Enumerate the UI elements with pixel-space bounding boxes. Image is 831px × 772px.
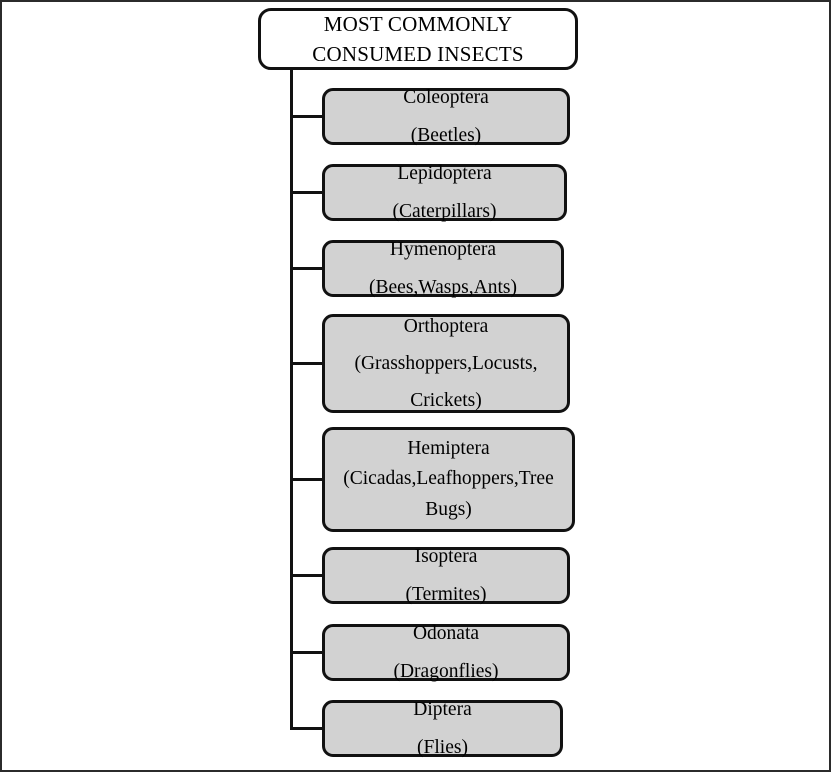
node-hemiptera: Hemiptera (Cicadas,Leafhoppers,Tree Bugs…: [322, 427, 575, 532]
root-title-line-1: MOST COMMONLY: [323, 11, 513, 36]
node-diptera: Diptera (Flies): [322, 699, 563, 758]
node-hymenoptera-order: Hymenoptera: [389, 239, 497, 261]
node-hemiptera-order: Hemiptera: [407, 438, 490, 460]
node-odonata: Odonata (Dragonflies): [322, 623, 570, 682]
node-orthoptera-common-line-2: Crickets): [410, 390, 482, 412]
node-orthoptera: Orthoptera (Grasshoppers,Locusts, Cricke…: [322, 314, 570, 413]
node-diptera-order: Diptera: [413, 699, 472, 721]
node-coleoptera-common: (Beetles): [410, 124, 482, 146]
node-hymenoptera: Hymenoptera (Bees,Wasps,Ants): [322, 239, 564, 298]
root-node-most-commonly-consumed-insects: MOST COMMONLY CONSUMED INSECTS: [258, 8, 578, 70]
node-hemiptera-common-line-2: Bugs): [425, 498, 472, 520]
node-hemiptera-common-line-1: (Cicadas,Leafhoppers,Tree: [343, 468, 554, 490]
node-isoptera-order: Isoptera: [414, 546, 478, 568]
node-isoptera: Isoptera (Termites): [322, 546, 570, 605]
node-isoptera-common: (Termites): [405, 583, 487, 605]
root-title-line-2: CONSUMED INSECTS: [312, 42, 524, 66]
node-lepidoptera-order: Lepidoptera: [397, 163, 492, 185]
node-coleoptera: Coleoptera (Beetles): [322, 87, 570, 146]
node-orthoptera-common-line-1: (Grasshoppers,Locusts,: [354, 352, 538, 374]
node-coleoptera-order: Coleoptera: [403, 87, 489, 109]
node-hymenoptera-common: (Bees,Wasps,Ants): [369, 276, 517, 298]
node-diptera-common: (Flies): [417, 736, 468, 758]
node-lepidoptera-common: (Caterpillars): [392, 200, 497, 222]
node-odonata-order: Odonata: [412, 623, 480, 645]
node-lepidoptera: Lepidoptera (Caterpillars): [322, 163, 567, 222]
node-odonata-common: (Dragonflies): [393, 660, 499, 682]
node-orthoptera-order: Orthoptera: [403, 315, 489, 337]
